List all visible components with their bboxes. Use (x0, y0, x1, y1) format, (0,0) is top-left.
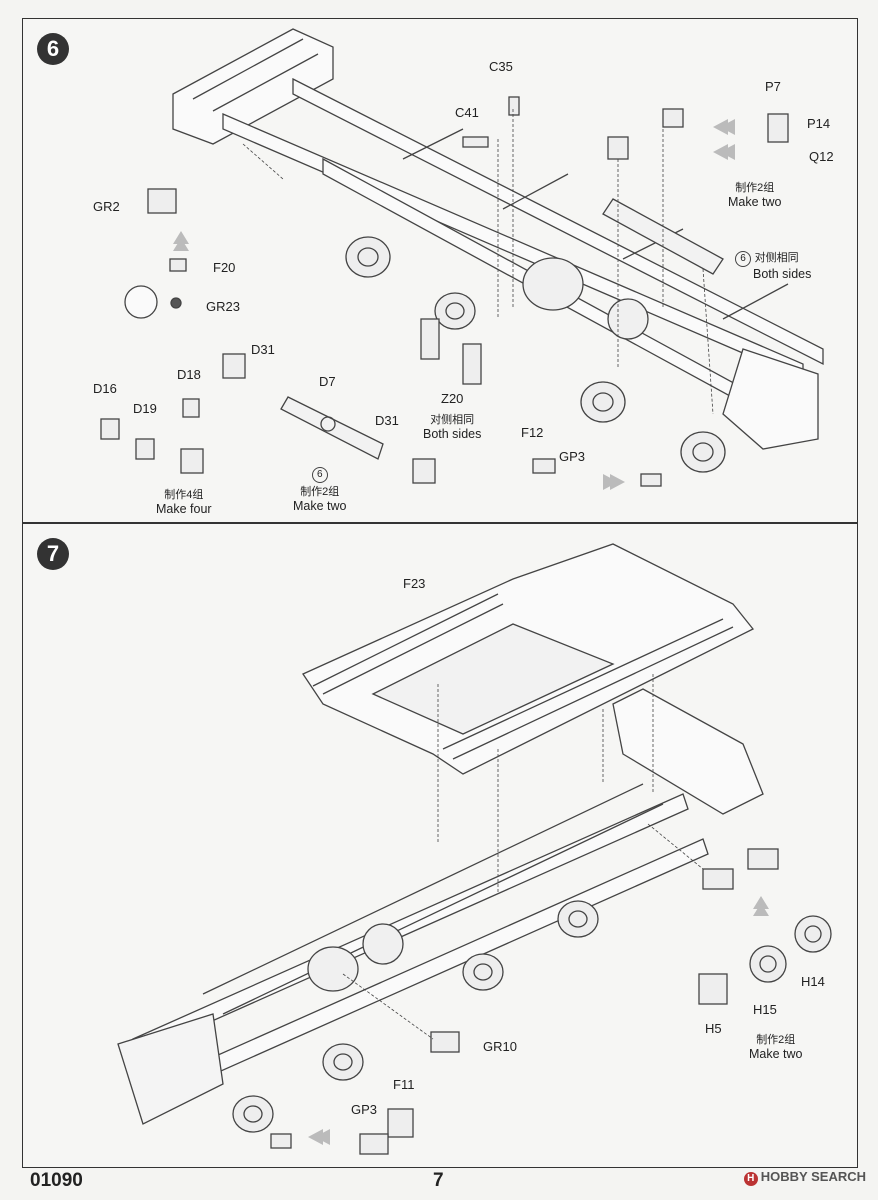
note-d7-make-two: 6 制作2组 Make two (293, 467, 347, 513)
note-make-two-top: 制作2组 Make two (728, 182, 782, 209)
label-d16: D16 (93, 381, 117, 396)
label-h5: H5 (705, 1021, 722, 1036)
label-d31-lower: D31 (375, 413, 399, 428)
step-number-badge: 7 (37, 538, 69, 570)
label-d19: D19 (133, 401, 157, 416)
label-gp3: GP3 (351, 1102, 378, 1117)
label-p7: P7 (765, 79, 781, 94)
label-f11: F11 (393, 1077, 415, 1092)
label-gr10: GR10 (483, 1039, 517, 1054)
label-f23: F23 (403, 576, 426, 591)
label-c41: C41 (455, 105, 479, 120)
page-number: 7 (433, 1170, 444, 1191)
label-h15: H15 (753, 1002, 777, 1017)
hobby-search-logo-icon: H (743, 1172, 758, 1186)
label-gp3: GP3 (559, 449, 586, 464)
label-f12: F12 (521, 425, 544, 440)
product-code: 01090 (30, 1170, 83, 1191)
chassis-diagram-step6 (100, 28, 824, 490)
step-ref-circle: 6 (311, 467, 328, 483)
chassis-diagram-step7 (117, 543, 832, 1155)
label-c35: C35 (489, 59, 513, 74)
note-z20-both-sides: 对侧相同 Both sides (423, 414, 482, 441)
label-z20: Z20 (441, 391, 464, 406)
label-q12: Q12 (809, 149, 834, 164)
note-make-four: 制作4组 Make four (156, 489, 212, 516)
label-gr2: GR2 (93, 199, 120, 214)
note-make-two: 制作2组 Make two (749, 1034, 803, 1061)
label-f20: F20 (213, 260, 236, 275)
label-p14: P14 (807, 116, 831, 131)
label-d18: D18 (177, 367, 201, 382)
label-gr23: GR23 (206, 299, 240, 314)
step-7-panel: 7 (22, 523, 858, 1168)
label-h14: H14 (801, 974, 825, 989)
note-both-sides-right: 6 对侧相同 Both sides (735, 249, 811, 281)
step-ref-circle: 6 (735, 251, 751, 267)
step-number-badge: 6 (37, 33, 69, 65)
label-d7: D7 (319, 374, 336, 389)
step-6-panel: 6 (22, 18, 858, 523)
label-d31-upper: D31 (251, 342, 275, 357)
